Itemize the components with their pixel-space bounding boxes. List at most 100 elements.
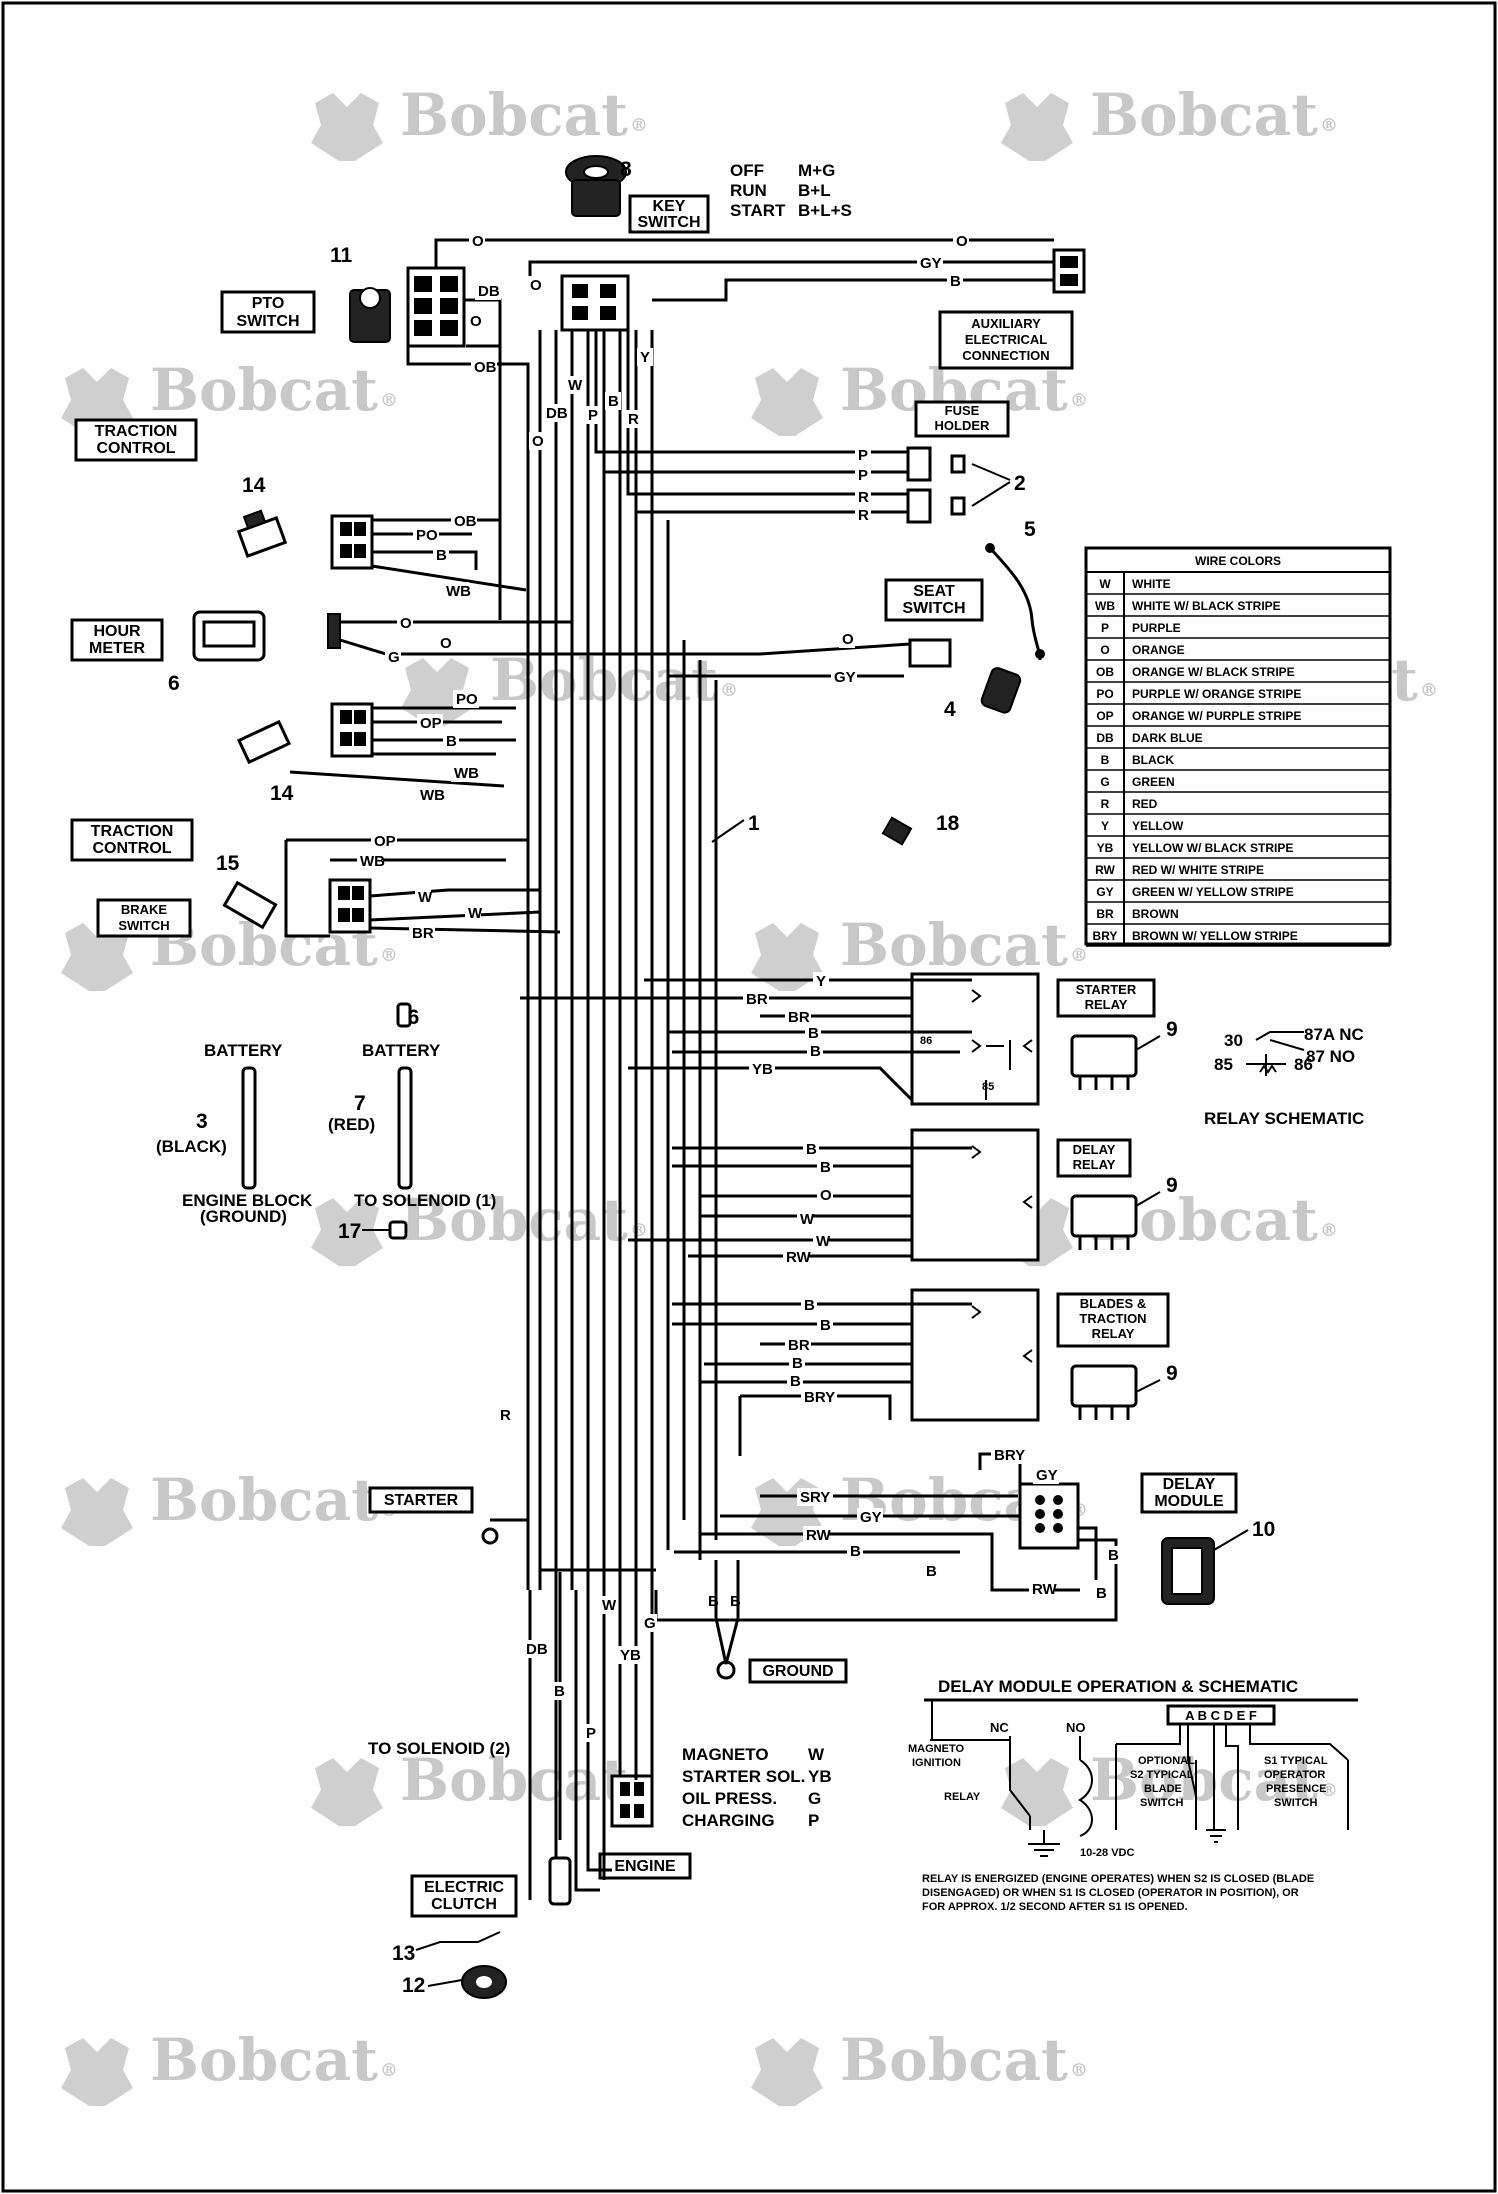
wire-label-bg (471, 358, 497, 376)
legend-name: YELLOW W/ BLACK STRIPE (1132, 841, 1293, 855)
wire-label: O (530, 277, 542, 294)
wire-label: B (436, 547, 447, 564)
wire-label-bg (783, 1248, 809, 1266)
svg-text:RELAY: RELAY (1073, 1157, 1116, 1172)
wire-label: O (842, 631, 854, 648)
svg-text:STARTER SOL.: STARTER SOL. (682, 1767, 805, 1786)
wire-label: RW (806, 1527, 832, 1544)
wire-label-bg (469, 232, 485, 250)
svg-text:ELECTRIC: ELECTRIC (424, 1879, 504, 1896)
svg-text:BLADE: BLADE (1144, 1783, 1182, 1795)
svg-text:STARTER: STARTER (1076, 982, 1137, 997)
watermark-logo-icon (61, 923, 133, 991)
legend-code: R (1101, 797, 1110, 811)
legend-code: GY (1096, 885, 1113, 899)
wire-label-bg (497, 1406, 513, 1424)
wire-label-bg (743, 990, 769, 1008)
svg-text:SWITCH: SWITCH (902, 600, 965, 617)
wire-label: O (532, 433, 544, 450)
svg-text:ENGINE: ENGINE (614, 1858, 676, 1875)
brake-switch: 15 BRAKE SWITCH (96, 852, 372, 938)
svg-text:DELAY: DELAY (1073, 1142, 1116, 1157)
svg-text:MODULE: MODULE (1154, 1493, 1224, 1510)
legend-code: G (1100, 775, 1109, 789)
harness-number: 1 (748, 812, 760, 835)
svg-text:PRESENCE: PRESENCE (1266, 1783, 1327, 1795)
wire-label-bg (605, 392, 621, 410)
legend-name: GREEN (1132, 775, 1175, 789)
wire-label-bg (413, 526, 439, 544)
legend-code: B (1101, 753, 1110, 767)
svg-text:RELAY IS ENERGIZED (ENGINE OPE: RELAY IS ENERGIZED (ENGINE OPERATES) WHE… (922, 1873, 1314, 1885)
starter-relay: STARTER RELAY 9 86 85 (910, 972, 1178, 1106)
wire-label-bg (599, 1596, 615, 1614)
svg-text:86: 86 (1294, 1055, 1313, 1074)
wire-label-bg (847, 1542, 863, 1560)
svg-text:12: 12 (402, 1974, 425, 1997)
svg-text:9: 9 (1166, 1174, 1178, 1197)
wire-label-bg (1029, 1580, 1055, 1598)
svg-text:7: 7 (354, 1092, 366, 1115)
wire-label: O (820, 1187, 832, 1204)
svg-text:3: 3 (196, 1110, 208, 1133)
wire-label-bg (839, 630, 855, 648)
svg-text:TRACTION: TRACTION (1079, 1311, 1146, 1326)
svg-text:9: 9 (1166, 1018, 1178, 1041)
svg-text:10: 10 (1252, 1518, 1275, 1541)
wire-label: OB (454, 513, 477, 530)
legend-code: O (1100, 643, 1109, 657)
legend-name: PURPLE (1132, 621, 1181, 635)
wire-label-bg (817, 1158, 833, 1176)
pto-label-2: SWITCH (236, 313, 299, 330)
starter: STARTER (368, 1486, 499, 1545)
watermark-reg: ® (380, 945, 398, 966)
wire-label: O (956, 233, 968, 250)
wire-label-bg (797, 1210, 813, 1228)
seat-switch: SEAT SWITCH 5 4 (884, 518, 1045, 721)
legend-name: ORANGE W/ BLACK STRIPE (1132, 665, 1295, 679)
svg-text:BATTERY: BATTERY (204, 1041, 283, 1060)
svg-text:W: W (808, 1745, 825, 1764)
svg-text:17: 17 (338, 1220, 361, 1243)
wire-label: B (790, 1373, 801, 1390)
watermark-logo-icon (1001, 93, 1073, 161)
wire-label: B (806, 1141, 817, 1158)
svg-text:MAGNETO: MAGNETO (908, 1743, 964, 1755)
wire-label-bg (433, 546, 449, 564)
wire-label-bg (785, 1008, 811, 1026)
wire-label-bg (465, 904, 481, 922)
wire-label: R (500, 1407, 511, 1424)
wire-label: PO (456, 691, 478, 708)
svg-text:6: 6 (168, 672, 180, 695)
wire-label: B (608, 393, 619, 410)
svg-text:B: B (730, 1593, 741, 1610)
wire-label: GY (834, 669, 856, 686)
svg-text:13: 13 (392, 1942, 415, 1965)
wire-label-bg (617, 1646, 643, 1664)
wire-label: W (816, 1233, 831, 1250)
legend-name: PURPLE W/ ORANGE STRIPE (1132, 687, 1301, 701)
legend-name: BROWN W/ YELLOW STRIPE (1132, 929, 1298, 943)
wire-label: OP (374, 833, 396, 850)
wire-label: OB (474, 359, 497, 376)
wire-label-bg (475, 282, 501, 300)
wire-label: YB (620, 1647, 641, 1664)
watermark-text: Bobcat (150, 2026, 378, 2094)
wire-label-bg (817, 1186, 833, 1204)
part-18-top: 18 (881, 812, 960, 846)
wire-label: R (858, 489, 869, 506)
legend-name: WHITE W/ BLACK STRIPE (1132, 599, 1281, 613)
watermark-reg: ® (1320, 1780, 1338, 1801)
svg-text:HOLDER: HOLDER (935, 418, 991, 433)
watermark-text: Bobcat (400, 81, 628, 149)
wire-label-bg (749, 1060, 775, 1078)
wire-label-bg (953, 232, 969, 250)
wire-label-bg (565, 376, 581, 394)
watermark-reg: ® (1070, 945, 1088, 966)
key-switch-connector (560, 274, 630, 332)
svg-text:OPTIONAL: OPTIONAL (1138, 1755, 1195, 1767)
auxiliary-connection: AUXILIARY ELECTRICAL CONNECTION (938, 248, 1086, 370)
svg-text:18: 18 (936, 812, 960, 835)
wire-label: SRY (800, 1489, 830, 1506)
